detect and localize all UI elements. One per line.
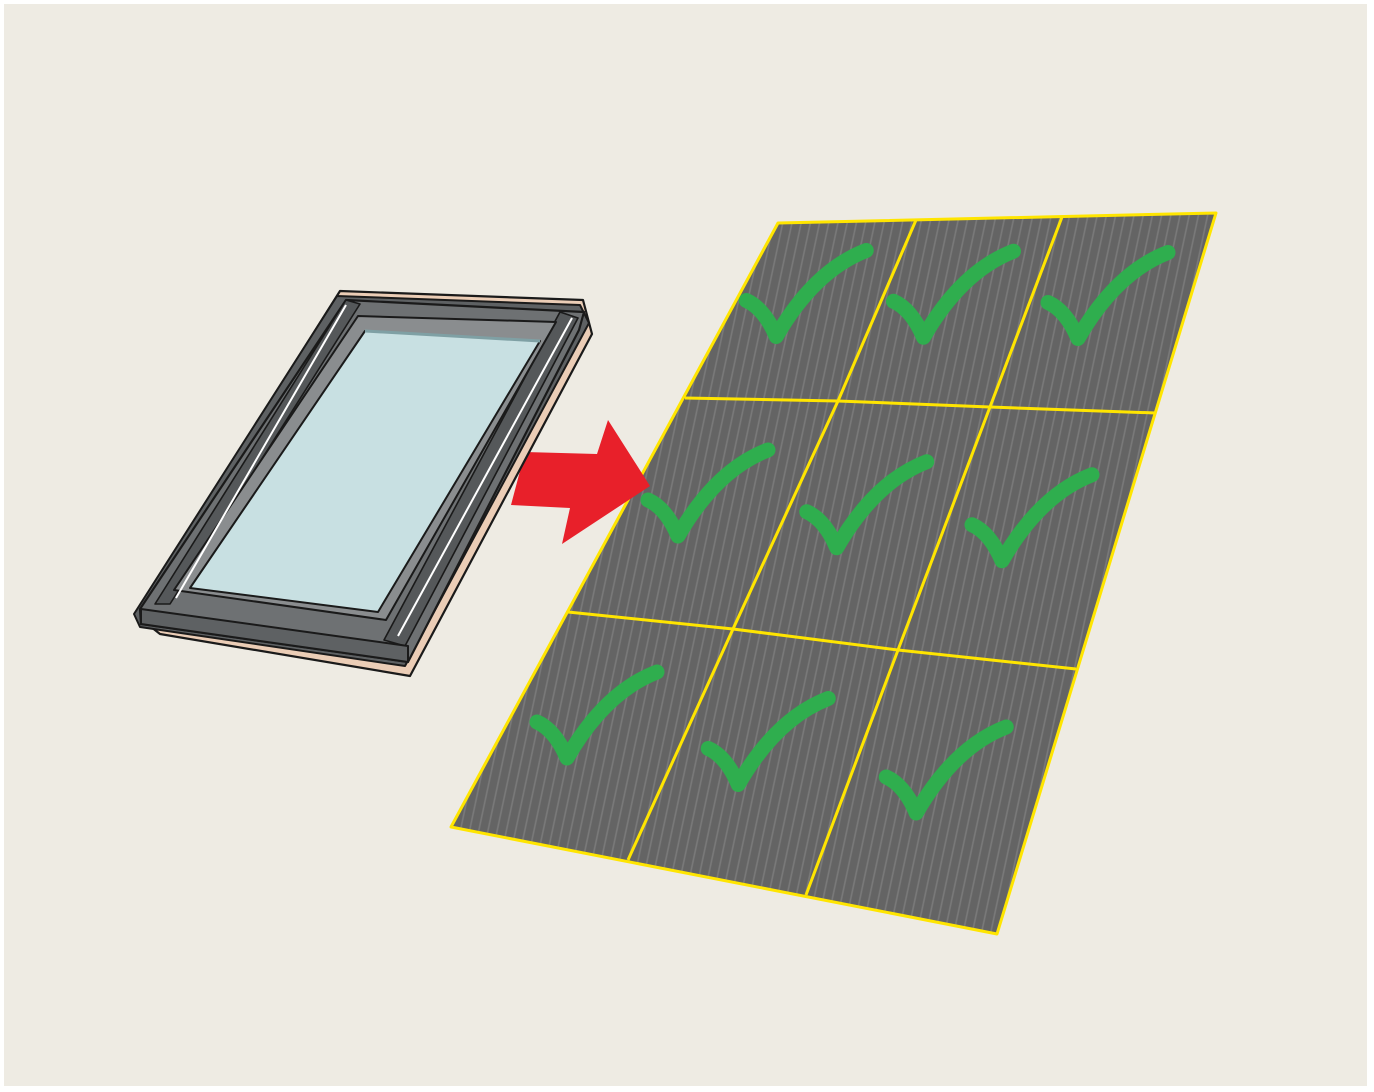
frame-highlight-right [397,317,573,637]
grid-line-horizontal [567,610,734,631]
frame-highlight-left [175,304,347,599]
checkmark-icon [878,719,1014,821]
grid-line-horizontal [684,396,839,403]
grid-line-vertical [988,216,1064,408]
roof-grid-lines [567,216,1157,896]
grid-line-horizontal [837,399,991,409]
checkmark-icon [1040,245,1176,346]
grid-line-vertical [626,628,735,861]
checkmarks [529,243,1176,821]
window-left-rail [154,299,361,605]
arrow-shape [511,420,650,544]
window-sill [140,608,409,663]
roof-window-icon [133,289,594,678]
roof-outline [449,211,1218,936]
grid-line-vertical [804,649,900,896]
grid-line-horizontal [989,405,1157,415]
checkmark-icon [738,243,874,344]
arrow-right-icon [511,420,650,544]
roof-area [449,211,1218,936]
roof-surface [451,213,1216,934]
checkmark-icon [640,442,776,544]
grid-line-horizontal [897,648,1077,671]
checkmark-icon [700,691,836,792]
glass-top-edge [364,329,541,343]
checkmark-icon [964,467,1100,569]
checkmark-icon [529,664,665,766]
grid-line-vertical [896,406,992,651]
grid-line-vertical [836,219,918,402]
grid-line-vertical [731,400,840,630]
checkmark-icon [886,243,1021,345]
checkmark-icon [799,454,935,556]
grid-line-horizontal [732,627,899,652]
